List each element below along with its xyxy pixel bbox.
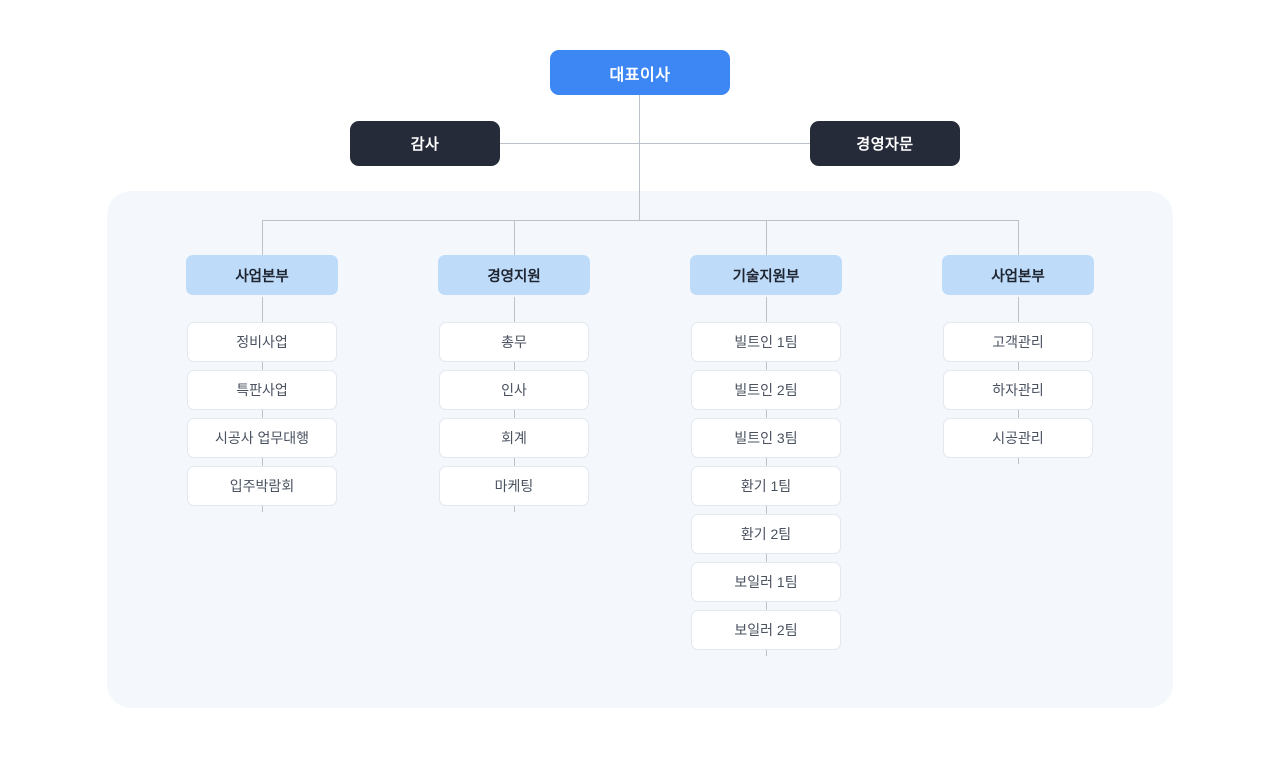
team-node[interactable]: 빌트인 3팀 xyxy=(691,418,841,458)
department-head-0[interactable]: 사업본부 xyxy=(186,255,338,295)
team-node[interactable]: 마케팅 xyxy=(439,466,589,506)
department-children-1: 총무 인사 회계 마케팅 xyxy=(438,322,590,506)
department-head-3[interactable]: 사업본부 xyxy=(942,255,1094,295)
connector-branch-stub-2 xyxy=(766,220,767,257)
connector-branch-stub-0 xyxy=(262,220,263,257)
node-audit[interactable]: 감사 xyxy=(350,121,500,166)
team-node[interactable]: 환기 1팀 xyxy=(691,466,841,506)
department-head-1[interactable]: 경영지원 xyxy=(438,255,590,295)
department-column-2: 기술지원부 빌트인 1팀 빌트인 2팀 빌트인 3팀 환기 1팀 환기 2팀 보… xyxy=(690,255,842,650)
department-column-0: 사업본부 정비사업 특판사업 시공사 업무대행 입주박람회 xyxy=(186,255,338,506)
department-column-1: 경영지원 총무 인사 회계 마케팅 xyxy=(438,255,590,506)
team-node[interactable]: 시공사 업무대행 xyxy=(187,418,337,458)
connector-branch-stub-1 xyxy=(514,220,515,257)
team-node[interactable]: 회계 xyxy=(439,418,589,458)
team-node[interactable]: 특판사업 xyxy=(187,370,337,410)
connector-branch-bar xyxy=(262,220,1019,221)
connector-ceo-vertical xyxy=(639,95,640,221)
node-ceo[interactable]: 대표이사 xyxy=(550,50,730,95)
team-node[interactable]: 환기 2팀 xyxy=(691,514,841,554)
team-node[interactable]: 보일러 1팀 xyxy=(691,562,841,602)
team-node[interactable]: 입주박람회 xyxy=(187,466,337,506)
team-node[interactable]: 빌트인 2팀 xyxy=(691,370,841,410)
department-children-3: 고객관리 하자관리 시공관리 xyxy=(942,322,1094,458)
department-head-2[interactable]: 기술지원부 xyxy=(690,255,842,295)
department-columns: 사업본부 정비사업 특판사업 시공사 업무대행 입주박람회 경영지원 총무 인사… xyxy=(107,191,1173,708)
team-node[interactable]: 보일러 2팀 xyxy=(691,610,841,650)
team-node[interactable]: 고객관리 xyxy=(943,322,1093,362)
connector-branch-stub-3 xyxy=(1018,220,1019,257)
team-node[interactable]: 빌트인 1팀 xyxy=(691,322,841,362)
team-node[interactable]: 총무 xyxy=(439,322,589,362)
team-node[interactable]: 인사 xyxy=(439,370,589,410)
department-children-2: 빌트인 1팀 빌트인 2팀 빌트인 3팀 환기 1팀 환기 2팀 보일러 1팀 … xyxy=(690,322,842,650)
team-node[interactable]: 시공관리 xyxy=(943,418,1093,458)
node-management-advisor[interactable]: 경영자문 xyxy=(810,121,960,166)
department-children-0: 정비사업 특판사업 시공사 업무대행 입주박람회 xyxy=(186,322,338,506)
team-node[interactable]: 정비사업 xyxy=(187,322,337,362)
connector-staff-horizontal xyxy=(500,143,810,144)
department-column-3: 사업본부 고객관리 하자관리 시공관리 xyxy=(942,255,1094,458)
team-node[interactable]: 하자관리 xyxy=(943,370,1093,410)
